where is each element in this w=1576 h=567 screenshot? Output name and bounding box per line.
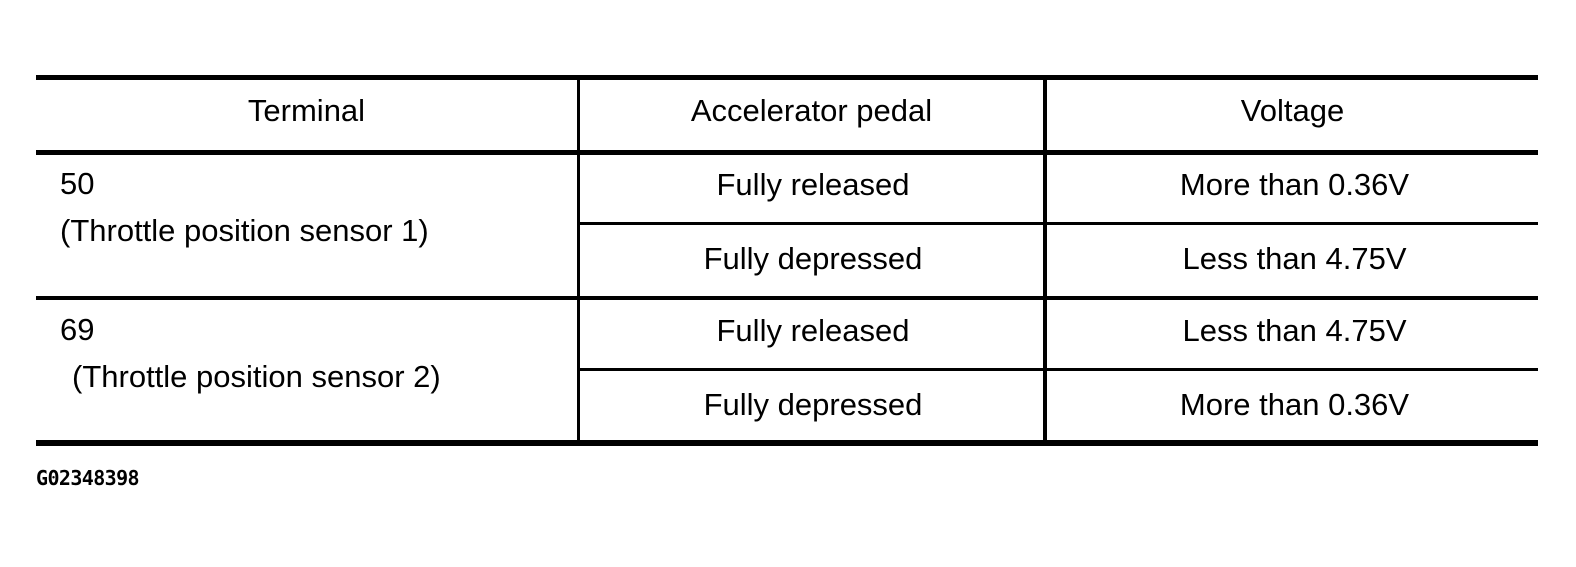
voltage-value-g1-r1: More than 0.36V xyxy=(1179,167,1410,202)
terminal-description: (Throttle position sensor 2) xyxy=(72,359,441,394)
pedal-state-g1-r1: Fully released xyxy=(716,167,910,202)
table-rule-subrow-2 xyxy=(577,368,1538,371)
column-header-accelerator-pedal: Accelerator pedal xyxy=(690,93,933,128)
table-divider-pedal-voltage xyxy=(1043,75,1047,446)
table-rule-group-sep xyxy=(36,296,1538,300)
terminal-number: 69 xyxy=(60,312,95,347)
terminal-cell-group-2: 69 (Throttle position sensor 2) xyxy=(60,314,441,392)
voltage-value-g1-r2: Less than 4.75V xyxy=(1182,241,1407,276)
terminal-cell-group-1: 50 (Throttle position sensor 1) xyxy=(60,168,429,246)
pedal-state-g1-r2: Fully depressed xyxy=(703,241,923,276)
table-rule-subrow-1 xyxy=(577,222,1538,225)
table-rule-bottom xyxy=(36,440,1538,446)
figure-id-caption: G02348398 xyxy=(36,466,140,490)
table-rule-header xyxy=(36,150,1538,155)
table-divider-terminal-pedal xyxy=(577,75,580,446)
voltage-value-g2-r2: More than 0.36V xyxy=(1179,387,1410,422)
column-header-terminal: Terminal xyxy=(247,93,366,128)
table-rule-top xyxy=(36,75,1538,80)
terminal-description: (Throttle position sensor 1) xyxy=(60,213,429,248)
pedal-state-g2-r2: Fully depressed xyxy=(703,387,923,422)
column-header-voltage: Voltage xyxy=(1240,93,1345,128)
pedal-state-g2-r1: Fully released xyxy=(716,313,910,348)
voltage-value-g2-r1: Less than 4.75V xyxy=(1182,313,1407,348)
terminal-number: 50 xyxy=(60,166,95,201)
